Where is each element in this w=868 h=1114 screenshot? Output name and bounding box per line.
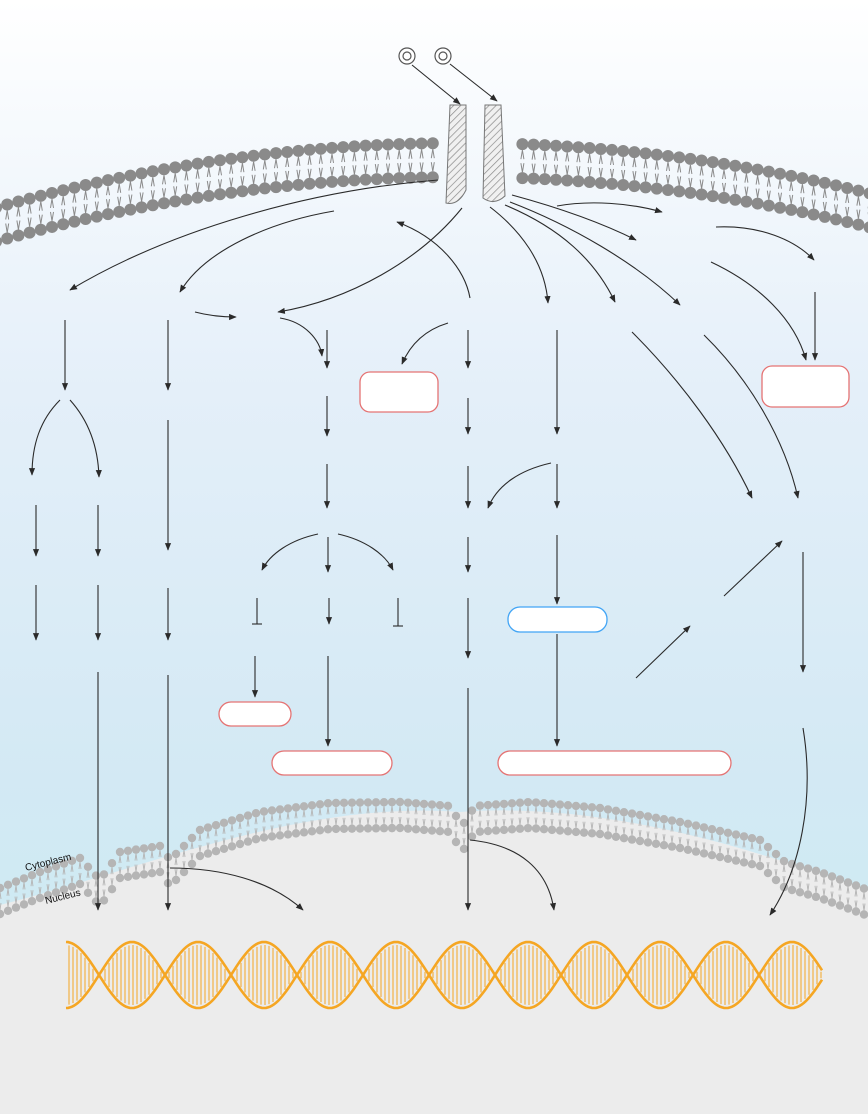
dna-double-helix-icon xyxy=(65,940,824,1010)
receptor-dimer-icon xyxy=(445,104,506,204)
arrow xyxy=(337,533,394,571)
arrow xyxy=(194,311,237,321)
plasma-membrane xyxy=(0,137,868,247)
arrow xyxy=(703,334,800,499)
ligand-icon xyxy=(434,47,452,65)
node-box-red-1 xyxy=(359,371,439,413)
arrow xyxy=(179,210,335,293)
nucleus-region xyxy=(0,810,868,1114)
arrow xyxy=(631,331,753,499)
arrow xyxy=(28,399,61,476)
arrow xyxy=(277,207,463,314)
arrow xyxy=(489,206,551,304)
arrow xyxy=(511,194,637,241)
arrow xyxy=(710,261,808,361)
arrow xyxy=(69,399,102,478)
arrow xyxy=(556,202,663,214)
arrow xyxy=(509,201,681,306)
arrow xyxy=(401,322,449,365)
arrow xyxy=(279,317,325,357)
arrow xyxy=(723,540,783,597)
pathway-arrows xyxy=(28,63,819,916)
node-box-red-3 xyxy=(218,701,292,727)
arrow xyxy=(69,179,439,291)
node-box-blue-1 xyxy=(507,606,608,633)
arrow xyxy=(487,462,552,509)
arrow xyxy=(715,226,815,261)
arrow xyxy=(169,867,304,911)
node-box-red-5 xyxy=(497,750,732,776)
arrow xyxy=(635,625,691,679)
pathway-nodes xyxy=(218,365,850,776)
arrow xyxy=(469,839,557,911)
arrow xyxy=(769,727,808,916)
arrow xyxy=(449,63,498,102)
arrow xyxy=(411,64,461,105)
arrow xyxy=(396,221,471,299)
ligand-icon xyxy=(398,47,416,65)
arrow xyxy=(261,533,319,571)
node-box-red-4 xyxy=(271,750,393,776)
node-box-red-2 xyxy=(761,365,850,408)
arrow xyxy=(504,204,616,303)
